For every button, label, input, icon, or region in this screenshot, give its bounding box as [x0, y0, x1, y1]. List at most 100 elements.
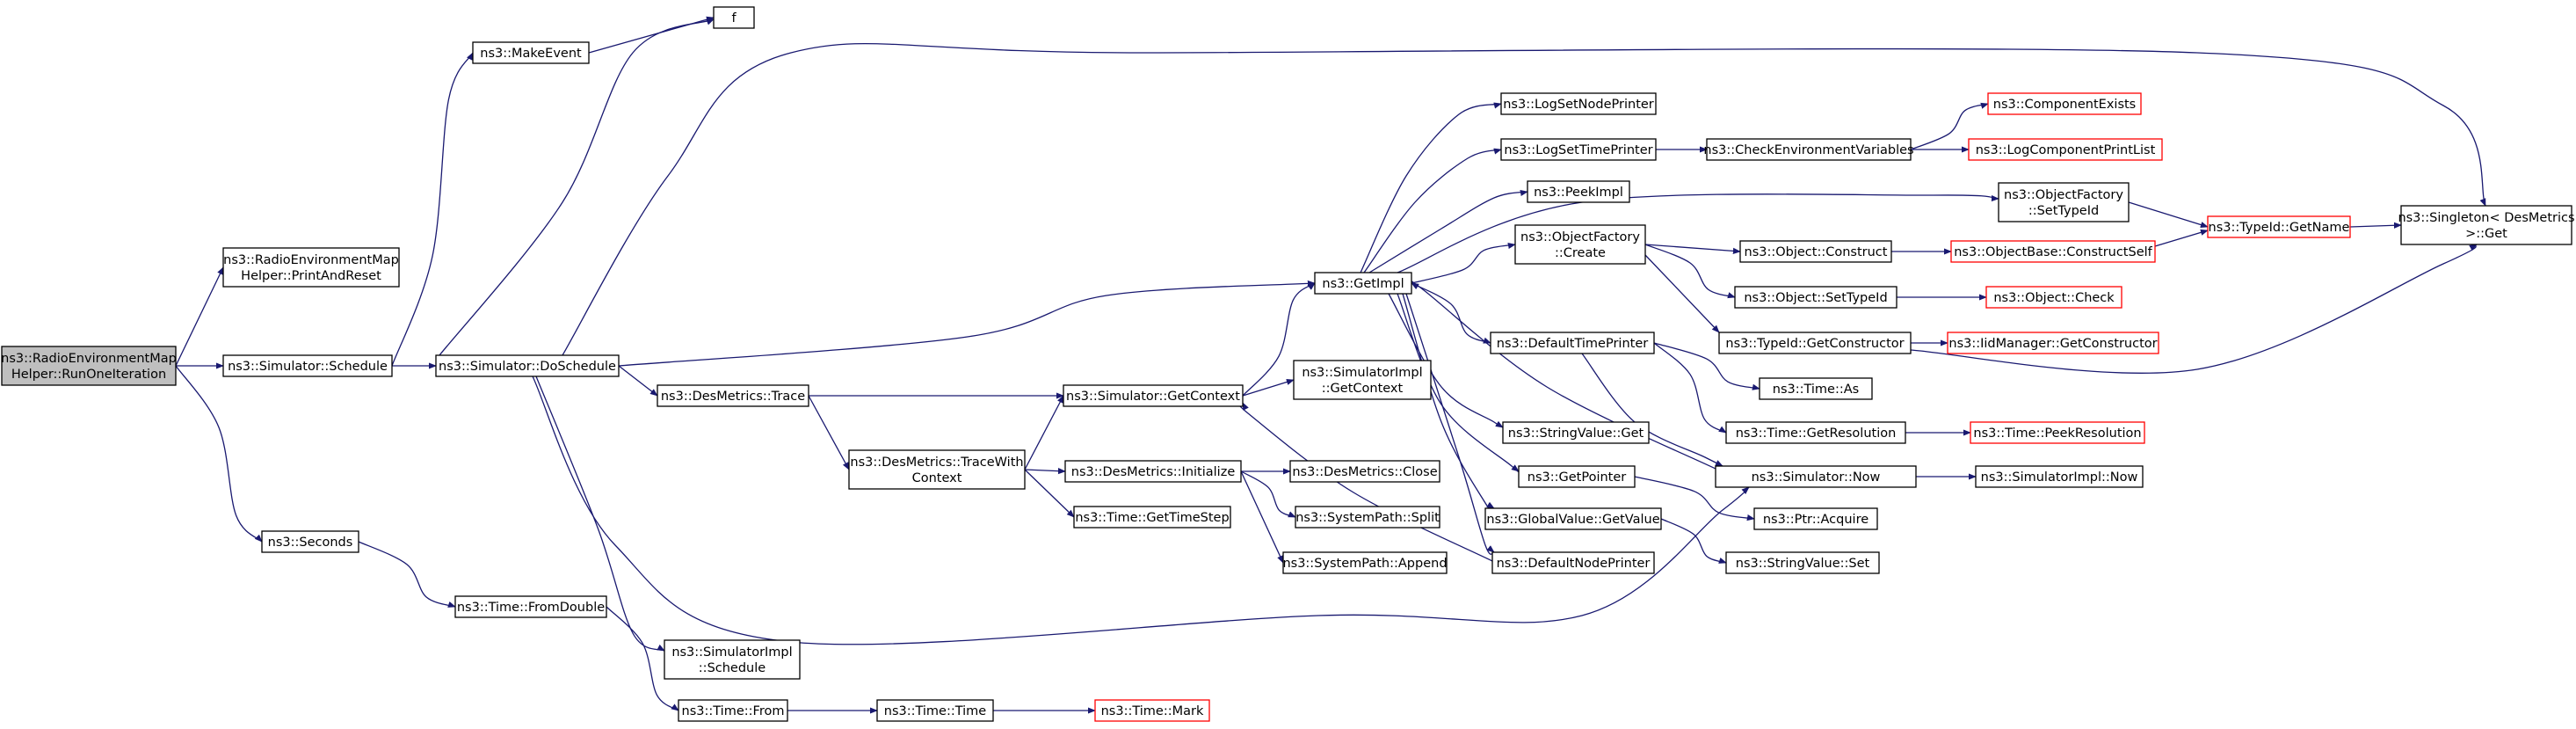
- node-box: [2400, 205, 2572, 245]
- node-label: ns3::RadioEnvironmentMap: [1, 352, 177, 366]
- node-peekimpl[interactable]: ns3::PeekImpl: [1527, 180, 1630, 203]
- node-iidmanagergetconstructor[interactable]: ns3::IidManager::GetConstructor: [1947, 332, 2159, 354]
- node-makeevent[interactable]: ns3::MakeEvent: [472, 41, 590, 64]
- node-label: ::GetContext: [1322, 382, 1404, 396]
- node-label: ns3::DesMetrics::Close: [1292, 465, 1437, 479]
- node-simimplgetcontext[interactable]: ns3::SimulatorImpl::GetContext: [1293, 360, 1432, 400]
- node-box: [1725, 551, 1880, 574]
- node-ptracquire[interactable]: ns3::Ptr::Acquire: [1753, 507, 1878, 530]
- node-box: [1518, 465, 1636, 488]
- node-seconds[interactable]: ns3::Seconds: [261, 530, 359, 553]
- node-box: [2207, 215, 2351, 238]
- node-box: [1314, 272, 1412, 295]
- node-label: ns3::Seconds: [268, 536, 353, 550]
- node-label: ns3::SimulatorImpl::Now: [1981, 470, 2138, 485]
- edge-root-to-seconds: [175, 365, 263, 543]
- node-stringvalueget[interactable]: ns3::StringValue::Get: [1502, 421, 1650, 444]
- node-syspathappend[interactable]: ns3::SystemPath::Append: [1282, 551, 1448, 574]
- node-label: ns3::DesMetrics::Initialize: [1071, 465, 1236, 479]
- edge-defaulttimeprinter-to-timegetresolution: [1653, 342, 1727, 434]
- edge-fromdouble-to-timefrom: [606, 606, 679, 711]
- node-box: [1490, 332, 1655, 354]
- node-doschedule[interactable]: ns3::Simulator::DoSchedule: [435, 354, 620, 377]
- node-label: >::Get: [2465, 227, 2507, 241]
- node-label: ns3::GetPointer: [1527, 470, 1627, 485]
- node-singleton[interactable]: ns3::Singleton< DesMetrics >::Get: [2398, 205, 2575, 245]
- node-box: [1970, 421, 2145, 444]
- node-label: ns3::DefaultNodePrinter: [1497, 557, 1651, 571]
- edge-doschedule-to-getimpl: [618, 280, 1316, 367]
- node-label: ns3::Time::Mark: [1101, 704, 1204, 718]
- node-desinit[interactable]: ns3::DesMetrics::Initialize: [1064, 460, 1242, 483]
- edge-objfactorycreate-to-objconstruct: [1644, 244, 1741, 254]
- node-logsettimeprinter[interactable]: ns3::LogSetTimePrinter: [1500, 138, 1657, 161]
- node-defaultnodeprinter[interactable]: ns3::DefaultNodePrinter: [1491, 551, 1655, 574]
- node-getpointer[interactable]: ns3::GetPointer: [1518, 465, 1636, 488]
- node-label: ns3::Time::GetResolution: [1736, 426, 1897, 441]
- node-getcontext[interactable]: ns3::Simulator::GetContext: [1063, 384, 1244, 407]
- node-label: ns3::Object::Construct: [1745, 245, 1888, 259]
- node-label: ns3::GetImpl: [1322, 277, 1404, 291]
- node-label: Helper::PrintAndReset: [241, 269, 381, 283]
- node-label: ns3::ComponentExists: [1993, 98, 2137, 112]
- node-timefrom[interactable]: ns3::Time::From: [678, 699, 788, 722]
- edge-getimpl-to-peekimpl: [1368, 189, 1528, 273]
- node-objcheck[interactable]: ns3::Object::Check: [1985, 286, 2122, 309]
- node-objbaseconstructself[interactable]: ns3::ObjectBase::ConstructSelf: [1950, 240, 2156, 263]
- edge-getimpl-to-logsettimeprinter: [1363, 148, 1502, 273]
- edge-defaulttimeprinter-to-simnow: [1581, 353, 1723, 467]
- node-timegetresolution[interactable]: ns3::Time::GetResolution: [1725, 421, 1906, 444]
- node-box: [1947, 332, 2159, 354]
- node-objsettypeid[interactable]: ns3::Object::SetTypeId: [1734, 286, 1898, 309]
- node-timepeekresolution[interactable]: ns3::Time::PeekResolution: [1970, 421, 2145, 444]
- node-globalvalueget[interactable]: ns3::GlobalValue::GetValue: [1484, 507, 1662, 530]
- node-fromdouble[interactable]: ns3::Time::FromDouble: [454, 595, 607, 618]
- edge-tracewithcontext-to-getcontext: [1024, 395, 1064, 470]
- node-label: ns3::ObjectBase::ConstructSelf: [1954, 245, 2152, 259]
- node-box: [713, 6, 755, 29]
- node-timetime[interactable]: ns3::Time::Time: [876, 699, 994, 722]
- edge-layer: [175, 16, 2486, 714]
- node-logcomponentprintlist[interactable]: ns3::LogComponentPrintList: [1968, 138, 2163, 161]
- node-box: [1500, 138, 1657, 161]
- node-timeas[interactable]: ns3::Time::As: [1759, 377, 1873, 400]
- node-trace[interactable]: ns3::DesMetrics::Trace: [657, 384, 809, 407]
- node-box: [1289, 460, 1440, 483]
- node-label: ns3::Time::FromDouble: [457, 601, 605, 615]
- node-label: ns3::LogSetNodePrinter: [1503, 98, 1654, 112]
- node-objfactorycreate[interactable]: ns3::ObjectFactory::Create: [1514, 224, 1646, 265]
- node-schedule[interactable]: ns3::Simulator::Schedule: [222, 354, 393, 377]
- edge-getimpl-to-logsetnodeprinter: [1360, 102, 1502, 273]
- node-objfactorysettypeid[interactable]: ns3::ObjectFactory::SetTypeId: [1998, 182, 2130, 222]
- node-label: ns3::Simulator::GetContext: [1066, 390, 1240, 404]
- node-timemark[interactable]: ns3::Time::Mark: [1094, 699, 1210, 722]
- node-gettimestep[interactable]: ns3::Time::GetTimeStep: [1073, 506, 1231, 529]
- node-label: ns3::StringValue::Set: [1736, 557, 1870, 571]
- node-stringvalueset[interactable]: ns3::StringValue::Set: [1725, 551, 1880, 574]
- node-desclose[interactable]: ns3::DesMetrics::Close: [1289, 460, 1440, 483]
- node-defaulttimeprinter[interactable]: ns3::DefaultTimePrinter: [1490, 332, 1655, 354]
- node-simimplschedule[interactable]: ns3::SimulatorImpl::Schedule: [664, 639, 801, 680]
- node-componentexists[interactable]: ns3::ComponentExists: [1987, 92, 2142, 115]
- node-label: ns3::DesMetrics::Trace: [661, 390, 805, 404]
- node-printreset[interactable]: ns3::RadioEnvironmentMapHelper::PrintAnd…: [222, 247, 400, 288]
- node-typeidgetconstructor[interactable]: ns3::TypeId::GetConstructor: [1718, 332, 1912, 354]
- node-label: ::Schedule: [699, 661, 766, 675]
- node-getimpl[interactable]: ns3::GetImpl: [1314, 272, 1412, 295]
- node-box: [222, 354, 393, 377]
- node-syspathsplit[interactable]: ns3::SystemPath::Split: [1295, 506, 1440, 529]
- edge-checkenv-to-componentexists: [1910, 102, 1989, 150]
- node-root[interactable]: ns3::RadioEnvironmentMapHelper::RunOneIt…: [1, 346, 177, 386]
- node-checkenv[interactable]: ns3::CheckEnvironmentVariables: [1703, 138, 1914, 161]
- node-simnow[interactable]: ns3::Simulator::Now: [1715, 465, 1917, 488]
- node-box: [261, 530, 359, 553]
- node-simimplnow[interactable]: ns3::SimulatorImpl::Now: [1975, 465, 2144, 488]
- node-objconstruct[interactable]: ns3::Object::Construct: [1739, 240, 1892, 263]
- edge-desinit-to-syspathappend: [1240, 470, 1284, 564]
- node-logsetnodeprinter[interactable]: ns3::LogSetNodePrinter: [1500, 92, 1657, 115]
- node-f[interactable]: f: [713, 6, 755, 29]
- node-typeidgetname[interactable]: ns3::TypeId::GetName: [2207, 215, 2351, 238]
- node-box: [1064, 460, 1242, 483]
- node-box: [1527, 180, 1630, 203]
